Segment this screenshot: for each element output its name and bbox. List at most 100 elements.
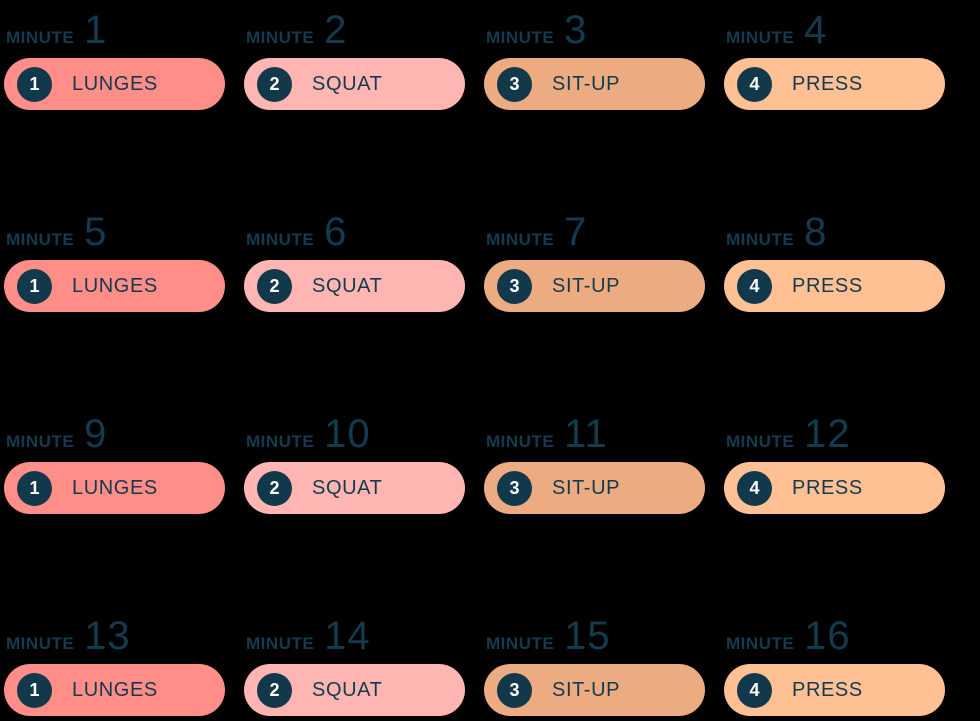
exercise-number-badge: 3 — [497, 470, 532, 506]
exercise-pill-squat[interactable]: 2 SQUAT — [244, 664, 465, 716]
exercise-number-badge: 3 — [497, 66, 532, 102]
exercise-pill-lunges[interactable]: 1 LUNGES — [4, 260, 225, 312]
minute-word: MINUTE — [6, 634, 75, 653]
exercise-number-badge: 4 — [737, 268, 772, 304]
exercise-label: LUNGES — [72, 678, 158, 701]
minute-word: MINUTE — [6, 230, 75, 249]
exercise-pill-lunges[interactable]: 1 LUNGES — [4, 58, 225, 110]
minute-number: 16 — [804, 614, 851, 658]
exercise-number-badge: 2 — [257, 268, 292, 304]
minute-word: MINUTE — [246, 432, 315, 451]
exercise-pill-squat[interactable]: 2 SQUAT — [244, 260, 465, 312]
minute-cell-13: MINUTE 13 1 LUNGES — [4, 616, 244, 721]
minute-number: 10 — [324, 412, 371, 456]
minute-heading: MINUTE 3 — [486, 8, 724, 52]
minute-number: 3 — [564, 8, 588, 52]
exercise-number-badge: 4 — [737, 470, 772, 506]
exercise-label: SIT-UP — [552, 274, 621, 297]
minute-number: 8 — [804, 210, 828, 254]
minute-cell-2: MINUTE 2 2 SQUAT — [244, 10, 484, 212]
minute-word: MINUTE — [246, 230, 315, 249]
exercise-pill-press[interactable]: 4 PRESS — [724, 462, 945, 514]
exercise-label: PRESS — [792, 274, 863, 297]
minute-cell-14: MINUTE 14 2 SQUAT — [244, 616, 484, 721]
minute-cell-7: MINUTE 7 3 SIT-UP — [484, 212, 724, 414]
minute-heading: MINUTE 12 — [726, 414, 964, 454]
minute-number: 6 — [324, 210, 348, 254]
minute-cell-1: MINUTE 1 1 LUNGES — [4, 10, 244, 212]
exercise-pill-press[interactable]: 4 PRESS — [724, 58, 945, 110]
minute-word: MINUTE — [246, 28, 315, 47]
minute-cell-6: MINUTE 6 2 SQUAT — [244, 212, 484, 414]
minute-cell-15: MINUTE 15 3 SIT-UP — [484, 616, 724, 721]
minute-number: 9 — [84, 412, 108, 456]
minute-word: MINUTE — [486, 230, 555, 249]
exercise-pill-squat[interactable]: 2 SQUAT — [244, 58, 465, 110]
exercise-number-badge: 4 — [737, 66, 772, 102]
minute-heading: MINUTE 16 — [726, 614, 964, 658]
minute-word: MINUTE — [6, 432, 75, 451]
minute-heading: MINUTE 10 — [246, 412, 484, 456]
minute-heading: MINUTE 8 — [726, 210, 964, 254]
minute-heading: MINUTE 13 — [6, 614, 244, 658]
minute-heading: MINUTE 2 — [246, 8, 484, 52]
minute-number: 7 — [564, 210, 588, 254]
minute-number: 11 — [564, 412, 608, 456]
minute-heading: MINUTE 7 — [486, 210, 724, 254]
exercise-number-badge: 1 — [17, 672, 52, 708]
exercise-number-badge: 4 — [737, 672, 772, 708]
minute-cell-3: MINUTE 3 3 SIT-UP — [484, 10, 724, 212]
minute-cell-16: MINUTE 16 4 PRESS — [724, 616, 964, 721]
minute-word: MINUTE — [246, 634, 315, 653]
exercise-number-badge: 1 — [17, 66, 52, 102]
exercise-pill-press[interactable]: 4 PRESS — [724, 664, 945, 716]
exercise-label: PRESS — [792, 678, 863, 701]
exercise-number-badge: 3 — [497, 672, 532, 708]
minute-cell-10: MINUTE 10 2 SQUAT — [244, 414, 484, 616]
exercise-pill-situp[interactable]: 3 SIT-UP — [484, 58, 705, 110]
minute-number: 15 — [564, 614, 611, 658]
minute-cell-12: MINUTE 12 4 PRESS — [724, 414, 964, 616]
exercise-label: SQUAT — [312, 72, 383, 95]
minute-number: 5 — [84, 210, 108, 254]
minute-cell-8: MINUTE 8 4 PRESS — [724, 212, 964, 414]
minute-number: 13 — [84, 614, 131, 658]
minute-cell-9: MINUTE 9 1 LUNGES — [4, 414, 244, 616]
minute-heading: MINUTE 14 — [246, 616, 484, 656]
exercise-pill-press[interactable]: 4 PRESS — [724, 260, 945, 312]
exercise-pill-lunges[interactable]: 1 LUNGES — [4, 462, 225, 514]
minute-heading: MINUTE 11 — [486, 412, 724, 456]
exercise-pill-situp[interactable]: 3 SIT-UP — [484, 664, 705, 716]
minute-heading: MINUTE 6 — [246, 210, 484, 254]
minute-word: MINUTE — [486, 28, 555, 47]
exercise-label: PRESS — [792, 72, 863, 95]
exercise-label: SQUAT — [312, 476, 383, 499]
minute-heading: MINUTE 9 — [6, 412, 244, 456]
exercise-number-badge: 2 — [257, 66, 292, 102]
minute-heading: MINUTE 1 — [6, 8, 244, 52]
exercise-label: SQUAT — [312, 678, 383, 701]
exercise-pill-situp[interactable]: 3 SIT-UP — [484, 462, 705, 514]
minute-word: MINUTE — [486, 432, 555, 451]
exercise-pill-squat[interactable]: 2 SQUAT — [244, 462, 465, 514]
minute-word: MINUTE — [726, 28, 795, 47]
exercise-number-badge: 1 — [17, 268, 52, 304]
minute-word: MINUTE — [726, 230, 795, 249]
exercise-label: LUNGES — [72, 72, 158, 95]
exercise-label: LUNGES — [72, 274, 158, 297]
minute-number: 2 — [324, 8, 348, 52]
minute-heading: MINUTE 5 — [6, 210, 244, 254]
minute-number: 1 — [84, 8, 108, 52]
exercise-number-badge: 3 — [497, 268, 532, 304]
exercise-label: SIT-UP — [552, 72, 621, 95]
minute-number: 4 — [804, 8, 828, 52]
minute-cell-5: MINUTE 5 1 LUNGES — [4, 212, 244, 414]
exercise-label: SQUAT — [312, 274, 383, 297]
exercise-pill-lunges[interactable]: 1 LUNGES — [4, 664, 225, 716]
minute-word: MINUTE — [6, 28, 75, 47]
minute-heading: MINUTE 4 — [726, 8, 964, 52]
exercise-number-badge: 2 — [257, 470, 292, 506]
exercise-pill-situp[interactable]: 3 SIT-UP — [484, 260, 705, 312]
minute-word: MINUTE — [726, 432, 795, 451]
